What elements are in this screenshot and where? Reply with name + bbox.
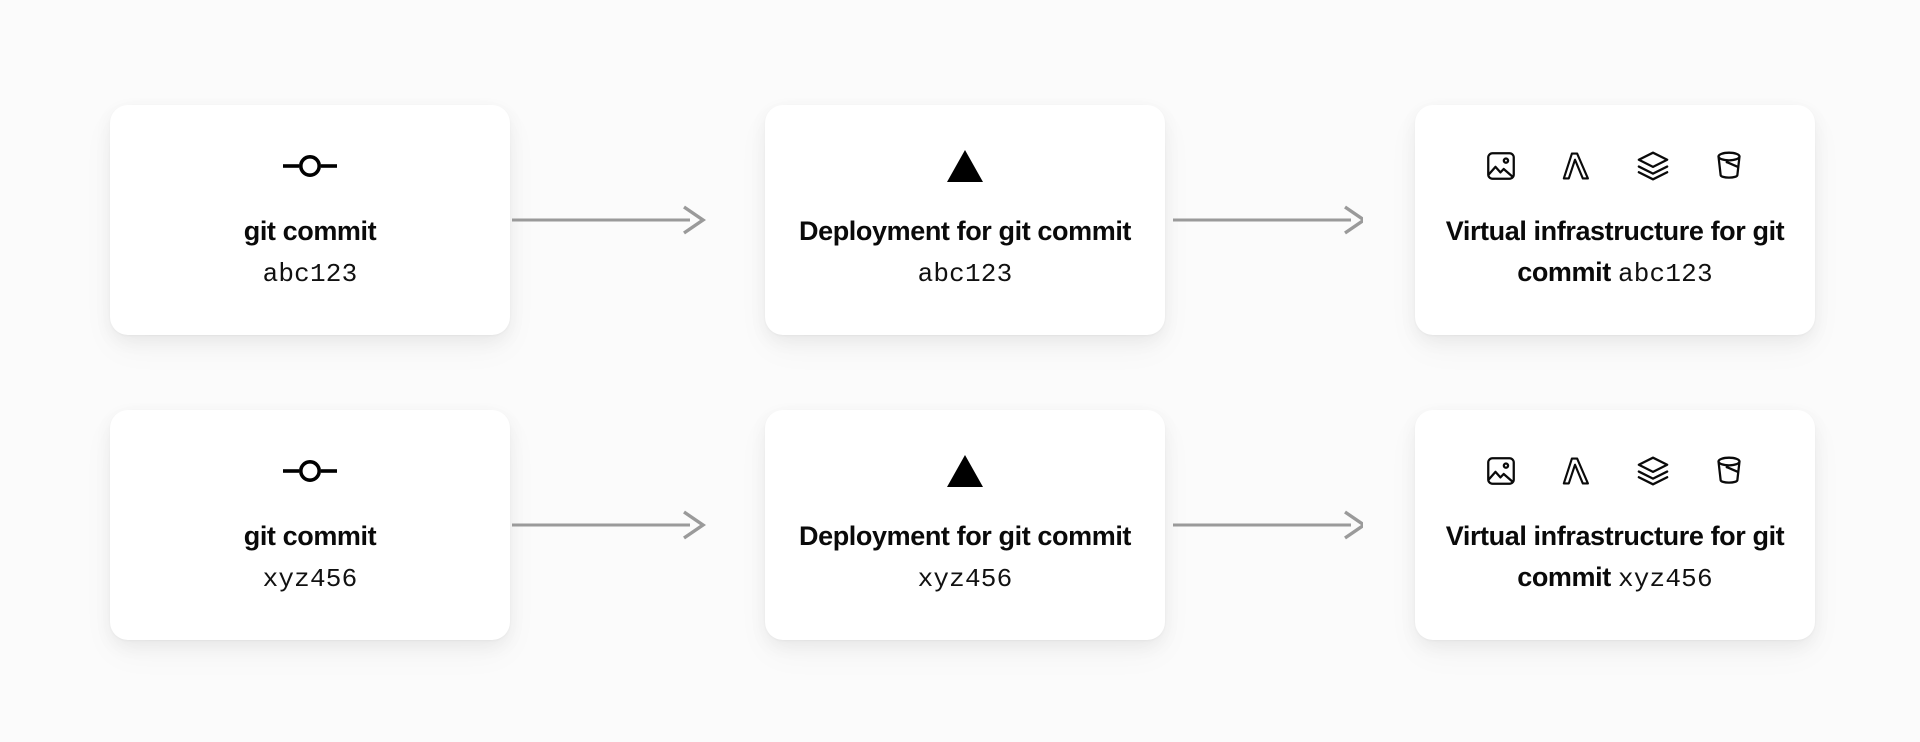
connector-arrow	[512, 205, 712, 235]
git-commit-icon	[283, 155, 337, 177]
git-commit-card[interactable]: git commit abc123	[110, 105, 510, 335]
connector-arrow	[1163, 510, 1368, 540]
image-icon	[1487, 457, 1515, 485]
git-commit-icon	[283, 460, 337, 482]
card-label-bold: git commit	[243, 521, 377, 551]
lambda-icon	[1562, 457, 1589, 485]
card-label-bold: Virtual infrastructure for git commit	[1445, 216, 1785, 287]
card-label-hash: xyz456	[262, 564, 358, 594]
git-commit-card[interactable]: git commit xyz456	[110, 410, 510, 640]
card-label-bold: Deployment for git commit	[798, 216, 1132, 246]
card-icon-row	[281, 448, 339, 494]
layers-icon	[1637, 456, 1669, 486]
virtual-infrastructure-card[interactable]: Virtual infrastructure for git commit ab…	[1415, 105, 1815, 335]
card-label: git commit abc123	[140, 211, 480, 295]
virtual-infrastructure-card[interactable]: Virtual infrastructure for git commit xy…	[1415, 410, 1815, 640]
card-icon-row	[1484, 448, 1746, 494]
card-icon-row	[1484, 143, 1746, 189]
card-label-hash: xyz456	[917, 564, 1013, 594]
card-label-hash: abc123	[1617, 259, 1713, 289]
bucket-icon	[1717, 151, 1741, 179]
layers-icon	[1637, 151, 1669, 181]
card-label: git commit xyz456	[140, 516, 480, 600]
card-icon-row	[281, 143, 339, 189]
card-icon-row	[945, 448, 985, 494]
deployment-card[interactable]: Deployment for git commit xyz456	[765, 410, 1165, 640]
card-icon-row	[945, 143, 985, 189]
bucket-icon	[1717, 456, 1741, 484]
card-label: Deployment for git commit abc123	[795, 211, 1135, 295]
card-label-bold: Virtual infrastructure for git commit	[1445, 521, 1785, 592]
image-icon	[1487, 152, 1515, 180]
deployment-card[interactable]: Deployment for git commit abc123	[765, 105, 1165, 335]
card-label: Virtual infrastructure for git commit xy…	[1445, 516, 1785, 600]
vercel-triangle-icon	[947, 150, 983, 182]
connector-arrow	[1163, 205, 1368, 235]
card-label: Virtual infrastructure for git commit ab…	[1445, 211, 1785, 295]
card-label-bold: Deployment for git commit	[798, 521, 1132, 551]
card-label: Deployment for git commit xyz456	[795, 516, 1135, 600]
card-label-bold: git commit	[243, 216, 377, 246]
card-label-hash: abc123	[262, 259, 358, 289]
card-label-hash: xyz456	[1617, 564, 1713, 594]
connector-arrow	[512, 510, 712, 540]
pipeline-row: git commit abc123 Deployment for git com…	[0, 105, 1920, 335]
pipeline-row: git commit xyz456 Deployment for git com…	[0, 410, 1920, 640]
card-label-hash: abc123	[917, 259, 1013, 289]
lambda-icon	[1562, 152, 1589, 180]
vercel-triangle-icon	[947, 455, 983, 487]
